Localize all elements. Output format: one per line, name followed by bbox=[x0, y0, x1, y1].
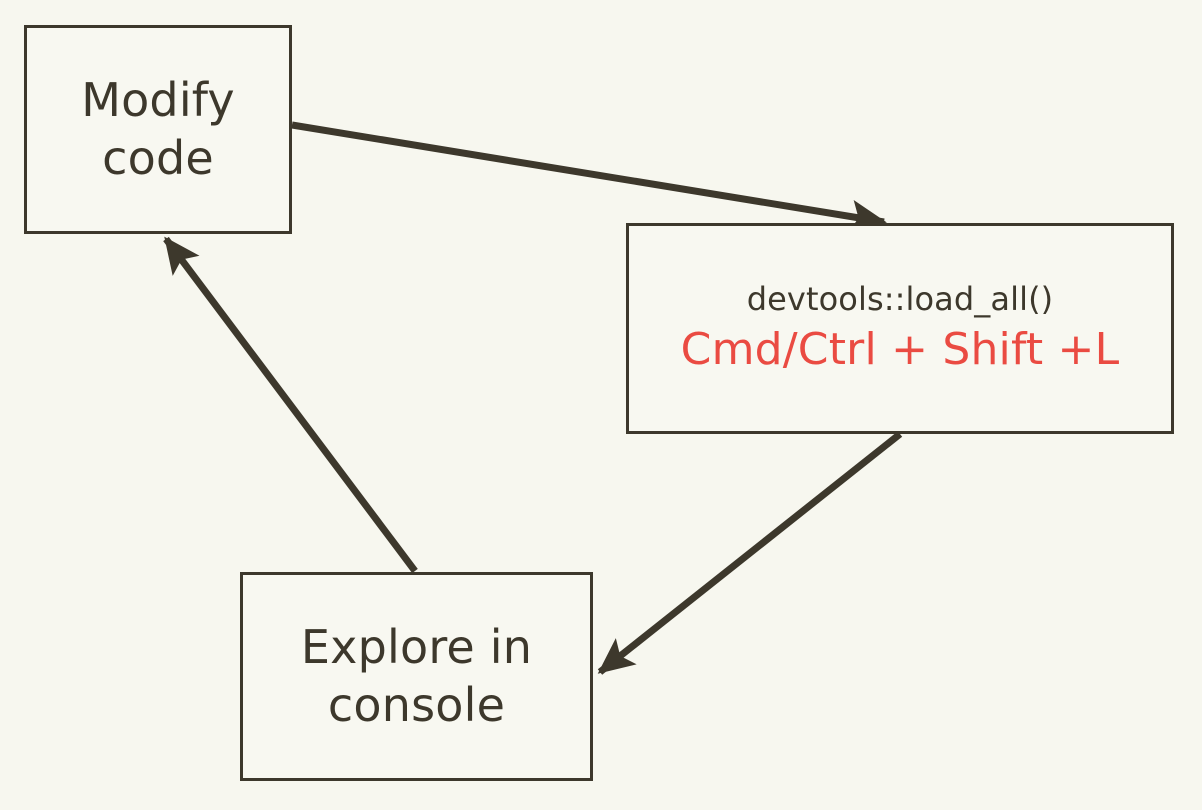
node-explore-console-label: Explore in console bbox=[300, 619, 533, 732]
edge-modify-to-devtools bbox=[291, 121, 887, 234]
node-modify-code-label: Modify code bbox=[81, 72, 235, 185]
node-devtools-shortcut-label: Cmd/Ctrl + Shift +L bbox=[680, 324, 1120, 376]
node-devtools-load-all[interactable]: devtools::load_all() Cmd/Ctrl + Shift +L bbox=[626, 223, 1174, 434]
node-modify-code[interactable]: Modify code bbox=[24, 25, 292, 234]
edge-devtools-to-explore bbox=[597, 431, 903, 675]
edge-explore-to-modify bbox=[163, 236, 418, 574]
node-devtools-command-label: devtools::load_all() bbox=[746, 279, 1054, 318]
node-explore-in-console[interactable]: Explore in console bbox=[240, 572, 593, 781]
